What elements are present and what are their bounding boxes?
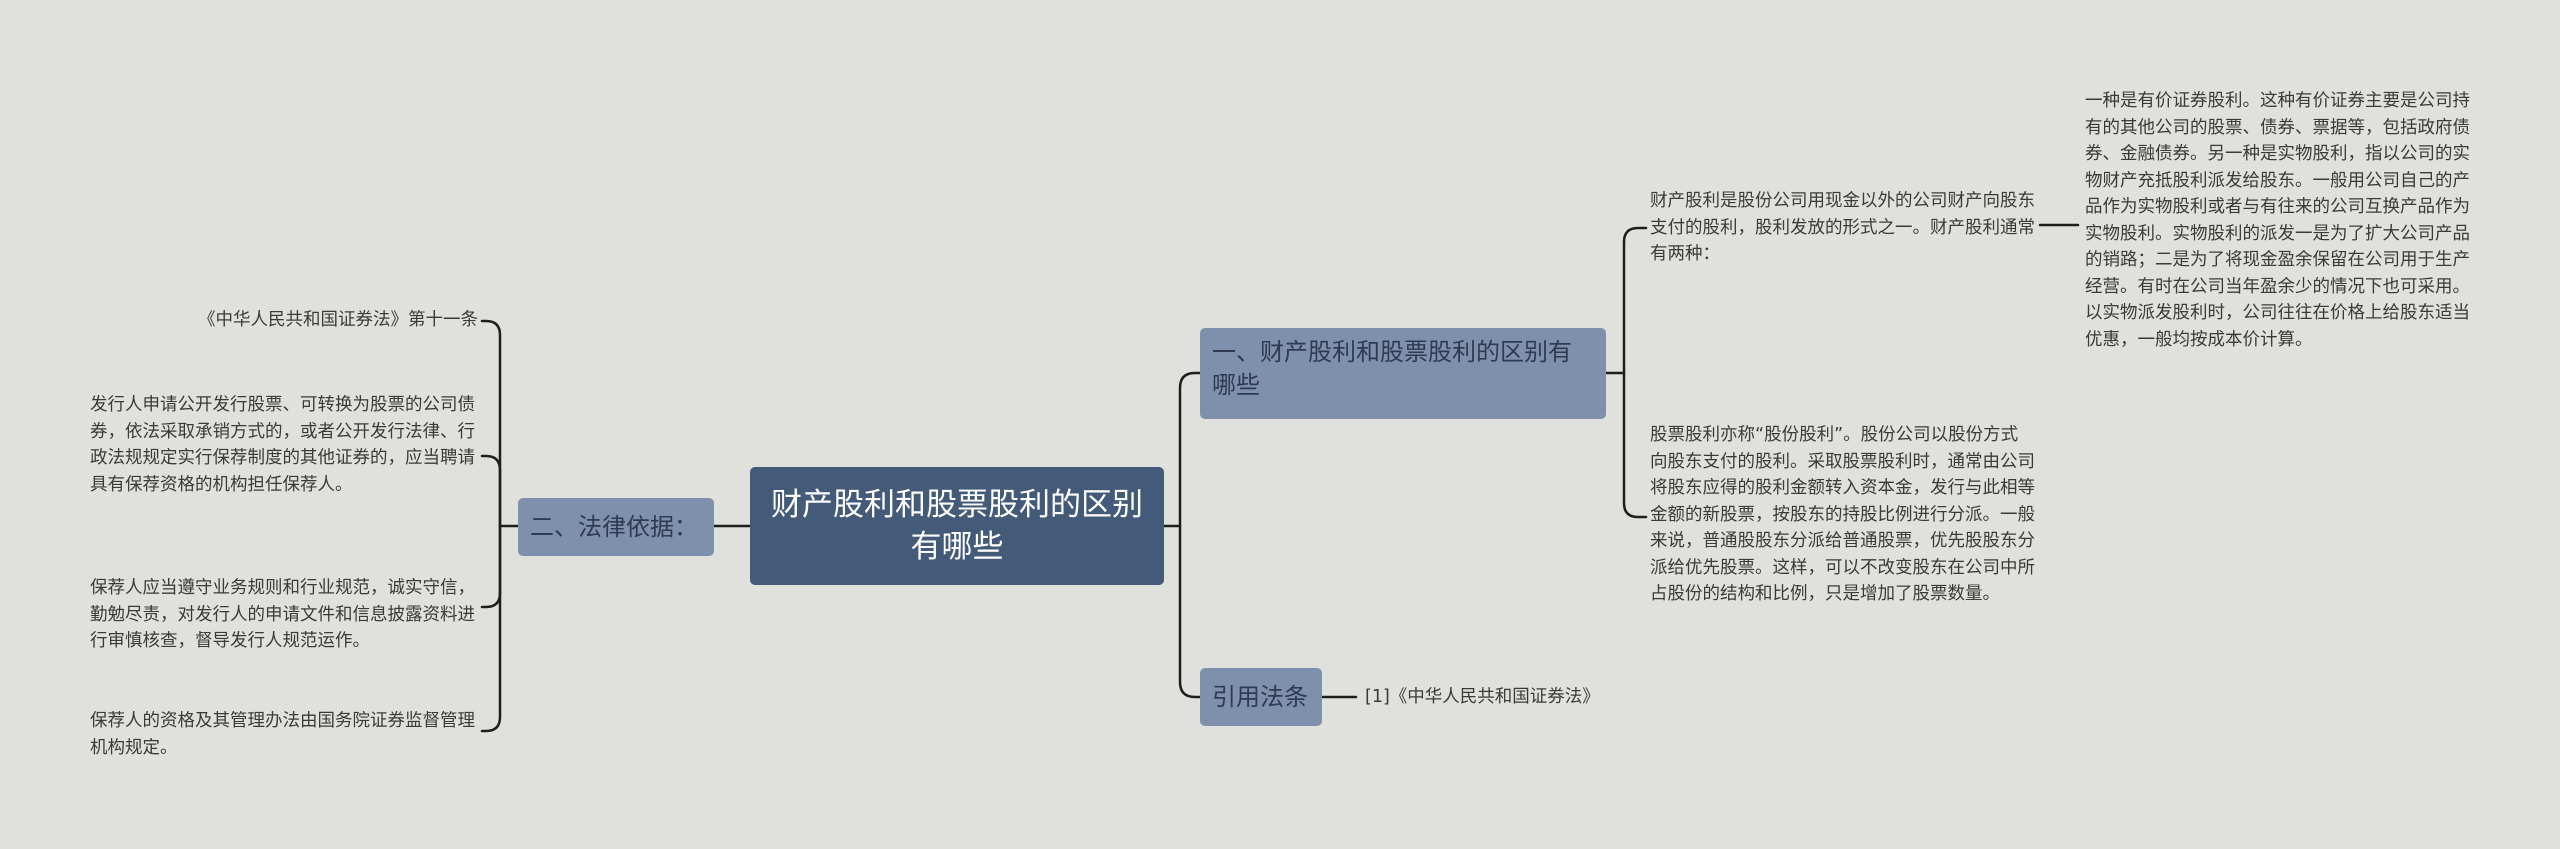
branch-citation[interactable]: 引用法条: [1200, 668, 1322, 726]
connector-legal-basis-to-regulation: [480, 524, 502, 733]
leaf-sponsor-rule[interactable]: 发行人申请公开发行股票、可转换为股票的公司债券，依法采取承销方式的，或者公开发行…: [90, 395, 475, 495]
branch-difference-label: 一、财产股利和股票股利的区别有哪些: [1212, 338, 1572, 399]
connector-difference-to-property: [1604, 226, 1648, 375]
leaf-law-article[interactable]: 《中华人民共和国证券法》第十一条: [198, 310, 478, 330]
connector-root-to-citation: [1178, 524, 1202, 699]
leaf-property-dividend[interactable]: 财产股利是股份公司用现金以外的公司财产向股东支付的股利，股利发放的形式之一。财产…: [1650, 191, 2035, 264]
branch-legal-basis[interactable]: 二、法律依据：: [518, 498, 714, 556]
branch-citation-label: 引用法条: [1212, 682, 1308, 711]
leaf-property-types[interactable]: 一种是有价证券股利。这种有价证券主要是公司持有的其他公司的股票、债券、票据等，包…: [2085, 91, 2470, 350]
connector-difference-to-stock: [1622, 371, 1648, 519]
connector-legal-basis-to-rule: [480, 454, 502, 528]
branch-legal-basis-label: 二、法律依据：: [530, 512, 698, 541]
leaf-stock-dividend[interactable]: 股票股利亦称“股份股利”。股份公司以股份方式向股东支付的股利。采取股票股利时，通…: [1650, 425, 2035, 604]
connector-legal-basis-to-article: [480, 319, 520, 528]
root-topic-label: 财产股利和股票股利的区别有哪些: [771, 487, 1143, 565]
connector-root-to-difference: [1162, 371, 1202, 528]
leaf-sponsor-duty[interactable]: 保荐人应当遵守业务规则和行业规范，诚实守信，勤勉尽责，对发行人的申请文件和信息披…: [90, 578, 475, 651]
connector-legal-basis-to-duty: [480, 524, 502, 609]
leaf-sponsor-regulation[interactable]: 保荐人的资格及其管理办法由国务院证券监督管理机构规定。: [90, 711, 475, 758]
leaf-citation-law[interactable]: [1]《中华人民共和国证券法》: [1365, 687, 1600, 707]
root-topic[interactable]: 财产股利和股票股利的区别有哪些: [750, 467, 1164, 585]
branch-difference[interactable]: 一、财产股利和股票股利的区别有哪些: [1200, 328, 1606, 419]
